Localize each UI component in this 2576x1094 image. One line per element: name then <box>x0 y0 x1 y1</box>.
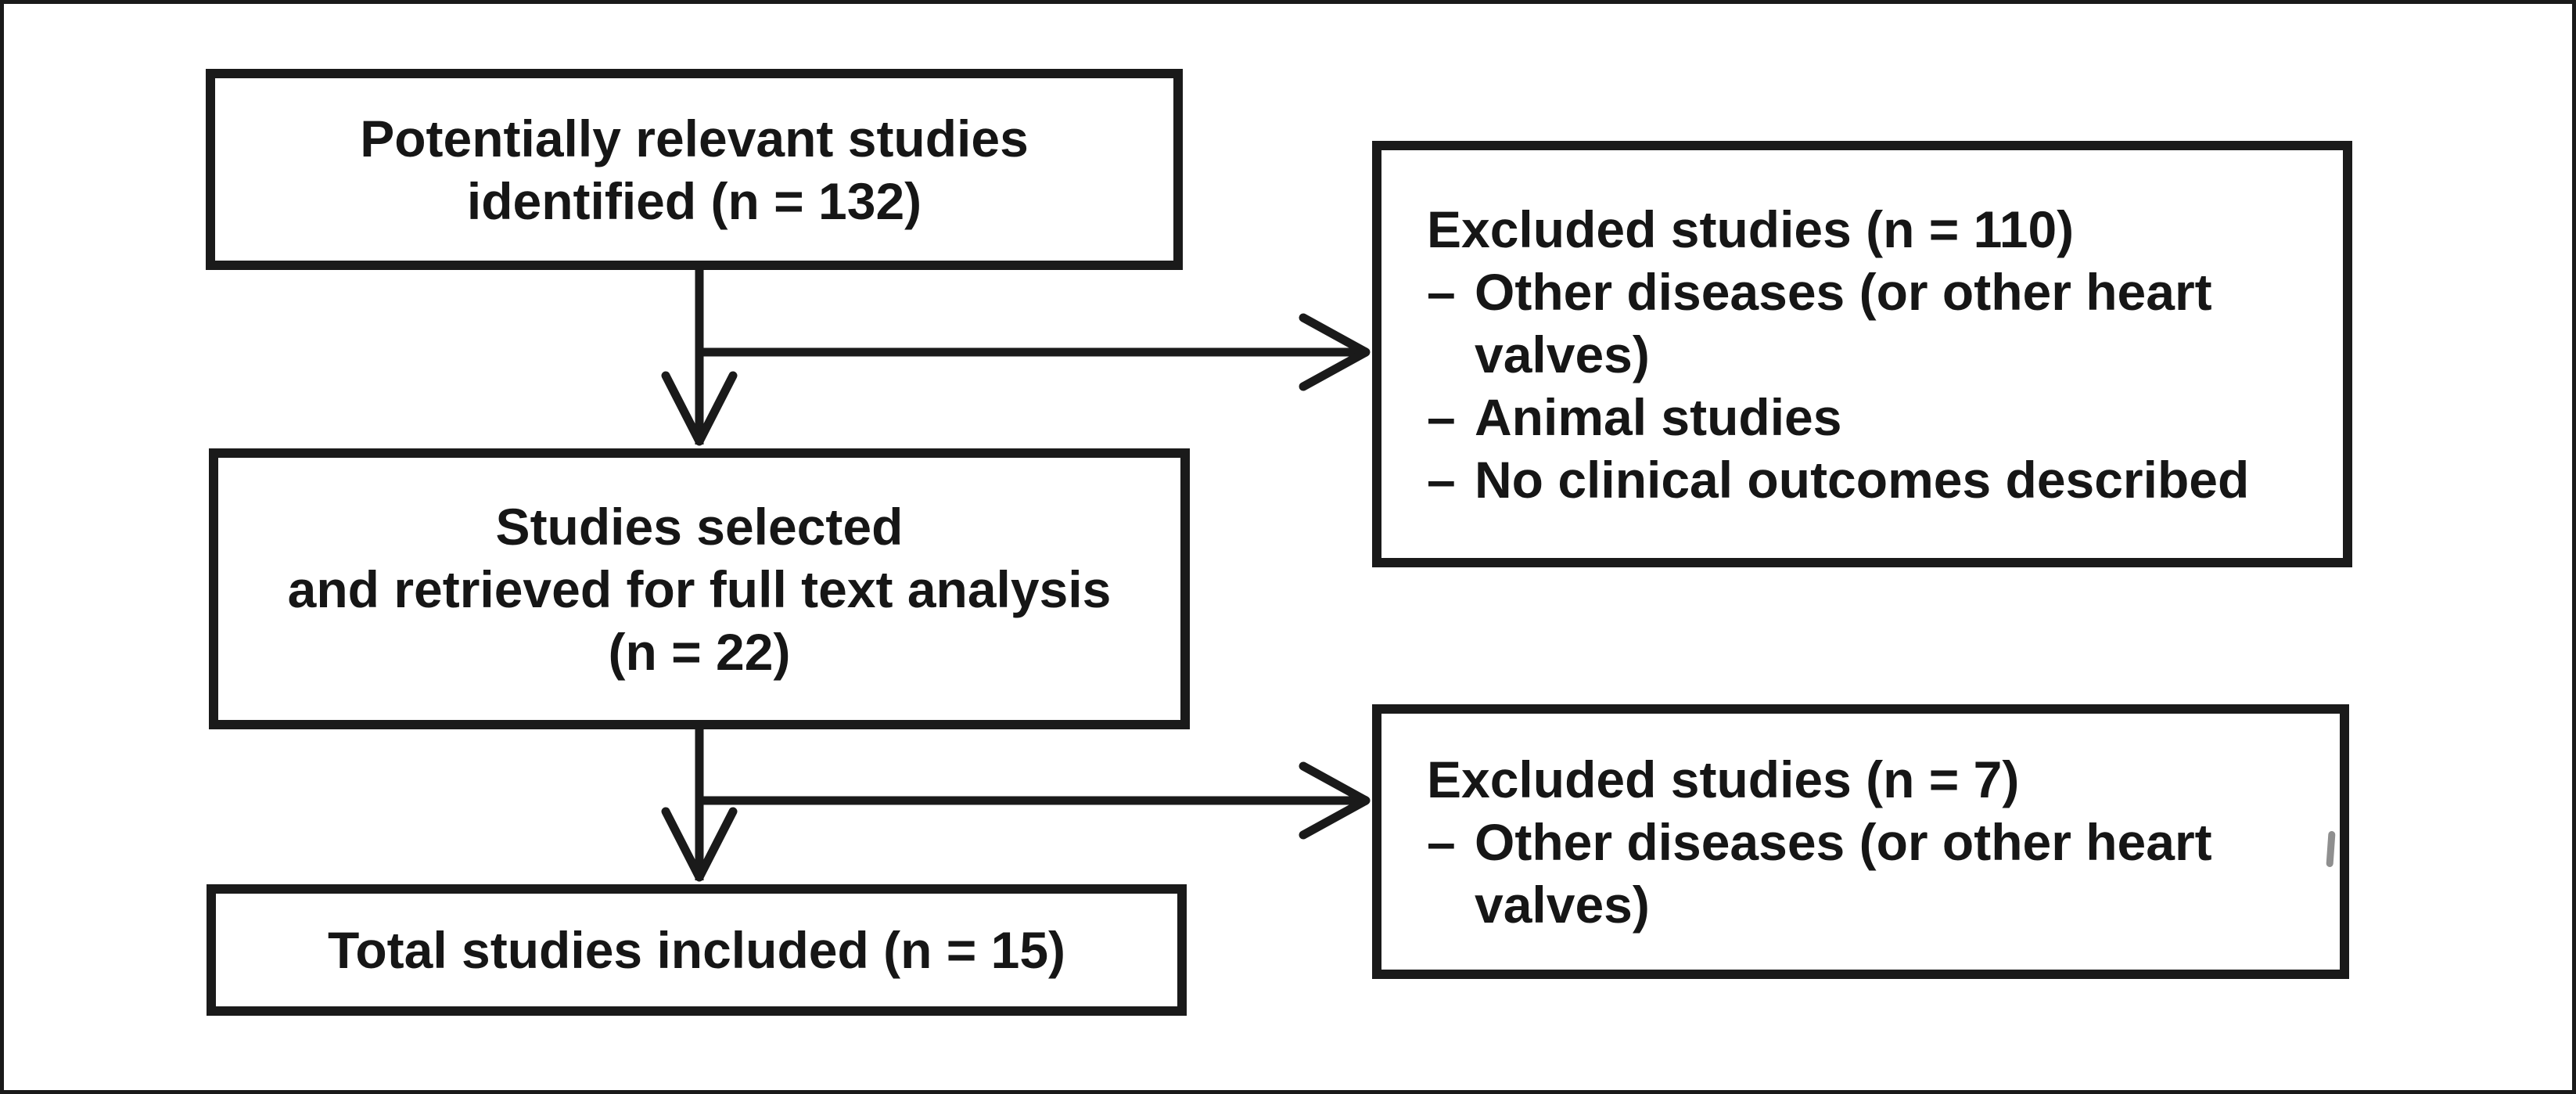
bullet-text: Animal studies <box>1475 387 1842 446</box>
arrowhead-right-icon <box>1299 313 1371 391</box>
bullet-text: No clinical outcomes described <box>1475 450 2250 509</box>
bullet-dash: – <box>1427 812 1456 871</box>
node-excluded-studies-final: Excluded studies (n = 7) – Other disease… <box>1372 704 2349 979</box>
arrowhead-right-icon <box>1299 761 1371 840</box>
node-text-line: (n = 22) <box>608 622 791 681</box>
node-text-line: Total studies included (n = 15) <box>327 921 1066 979</box>
bullet-dash: – <box>1427 450 1456 509</box>
node-text-line: Studies selected <box>495 497 904 556</box>
bullet-dash: – <box>1427 387 1456 446</box>
node-text-line: identified (n = 132) <box>466 171 922 230</box>
arrowhead-down-icon <box>661 807 738 882</box>
node-identified-studies: Potentially relevant studies identified … <box>206 69 1183 270</box>
bullet-text: Other diseases (or other heart valves) <box>1475 262 2212 383</box>
node-excluded-studies-fulltext: Excluded studies (n = 110) – Other disea… <box>1372 141 2352 567</box>
bullet-text: Other diseases (or other heart valves) <box>1475 812 2212 934</box>
list-item: – Other diseases (or other heart valves) <box>1427 261 2323 386</box>
arrowhead-down-icon <box>661 371 738 446</box>
node-studies-selected: Studies selected and retrieved for full … <box>209 448 1190 729</box>
list-item: – No clinical outcomes described <box>1427 448 2323 511</box>
node-text-line: Potentially relevant studies <box>360 109 1029 167</box>
node-total-studies-included: Total studies included (n = 15) <box>207 884 1187 1016</box>
list-item: – Other diseases (or other heart valves) <box>1427 811 2320 936</box>
arrow-selected-to-excluded-final <box>695 761 1371 840</box>
bullet-dash: – <box>1427 262 1456 321</box>
arrow-identified-to-excluded-fulltext <box>695 313 1371 391</box>
list-item: – Animal studies <box>1427 386 2323 448</box>
node-title: Excluded studies (n = 7) <box>1427 750 2020 808</box>
node-text-line: and retrieved for full text analysis <box>287 560 1112 618</box>
node-title: Excluded studies (n = 110) <box>1427 200 2075 258</box>
